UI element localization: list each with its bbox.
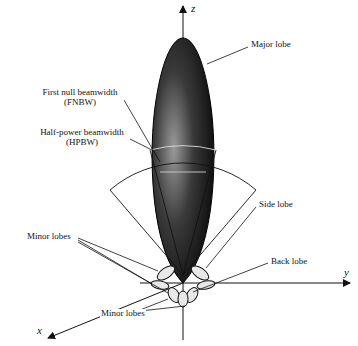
lobe-label: Minor lobes	[26, 232, 72, 242]
lobe-label: Minor lobes	[100, 309, 146, 319]
leader-lines	[78, 47, 268, 311]
lobe-label: Major lobe	[250, 40, 292, 50]
beamwidth-label: First null beamwidth (FNBW)	[36, 88, 124, 108]
major-lobe	[152, 38, 214, 283]
beamwidth-lines	[110, 146, 256, 275]
y-axis	[140, 283, 350, 284]
axis-label: y	[343, 266, 350, 278]
axis-label: x	[36, 324, 43, 336]
minor-lobes	[150, 263, 215, 307]
lobe-label: Back lobe	[270, 257, 308, 267]
x-axis	[48, 283, 183, 338]
axis-label: z	[190, 2, 196, 14]
beamwidth-label: Half-power beamwidth (HPBW)	[34, 128, 130, 148]
lobe-label: Side lobe	[258, 200, 294, 210]
